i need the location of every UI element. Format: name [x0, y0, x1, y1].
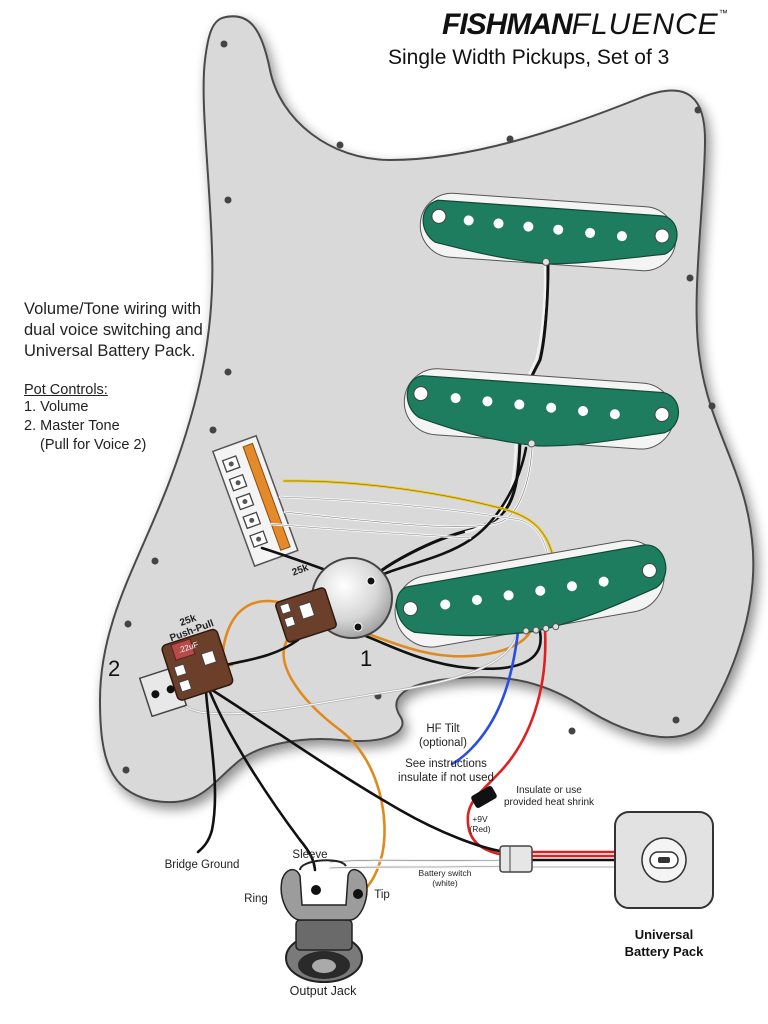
insulate-line: provided heat shrink — [503, 797, 595, 808]
tone-pot-number: 2 — [108, 656, 121, 681]
battery-switch-label: Battery switch (white) — [410, 868, 480, 888]
tone-pot — [138, 628, 234, 718]
description: Volume/Tone wiring with dual voice switc… — [24, 299, 203, 362]
hf-instructions-line: insulate if not used — [398, 772, 494, 784]
pot-controls-heading: Pot Controls: — [24, 382, 108, 398]
battery-connector — [499, 845, 533, 873]
insulate-line: Insulate or use — [516, 785, 582, 796]
ring-label: Ring — [244, 893, 268, 905]
battery-pack-subtitle: Battery Pack — [624, 944, 704, 959]
hf-instructions-line: See instructions — [405, 758, 487, 770]
battery-pack — [614, 811, 714, 909]
pot-controls-note: (Pull for Voice 2) — [40, 437, 147, 453]
sleeve-label: Sleeve — [292, 849, 328, 861]
brand-bold: FISHMAN — [442, 8, 573, 41]
hf-tilt-title: HF Tilt — [426, 723, 460, 735]
bridge-ground-label: Bridge Ground — [164, 859, 240, 871]
pot-controls-item: 1. Volume — [24, 399, 89, 415]
battery-pack-title: Universal — [634, 927, 694, 942]
hf-tilt-note: (optional) — [419, 737, 467, 749]
output-jack — [280, 859, 368, 983]
hf-tilt-label: HF Tilt (optional) — [408, 722, 478, 750]
page-title: Single Width Pickups, Set of 3 — [388, 46, 670, 69]
plus9v-label: +9V (Red) — [460, 814, 500, 834]
screw-holes — [122, 40, 716, 774]
insulate-label: Insulate or use provided heat shrink — [494, 785, 604, 809]
pot-controls: Pot Controls: 1. Volume 2. Master Tone (… — [24, 382, 146, 455]
brand-logo: FISHMANFLUENCE™ — [442, 8, 728, 42]
brand-light: FLUENCE — [571, 8, 719, 41]
middle-pickup — [403, 368, 680, 450]
tip-label: Tip — [374, 889, 390, 901]
description-line: Volume/Tone wiring with — [24, 300, 202, 318]
battery-pack-label: Universal Battery Pack — [604, 926, 724, 960]
output-jack-label: Output Jack — [289, 984, 357, 998]
neck-pickup — [419, 192, 678, 272]
battery-switch-note: (white) — [432, 878, 458, 888]
volume-pot-number: 1 — [360, 646, 373, 671]
trademark: ™ — [718, 8, 728, 18]
plus9v-title: +9V — [472, 814, 488, 824]
volume-pot — [275, 557, 393, 643]
plus9v-note: (Red) — [469, 824, 491, 834]
description-line: dual voice switching and — [24, 321, 203, 339]
bridge-pickup — [394, 539, 667, 648]
description-line: Universal Battery Pack. — [24, 342, 196, 360]
pot-controls-item: 2. Master Tone — [24, 418, 120, 434]
battery-switch-title: Battery switch — [418, 868, 472, 878]
hf-instructions: See instructions insulate if not used — [388, 757, 504, 785]
heat-shrink — [471, 786, 497, 808]
